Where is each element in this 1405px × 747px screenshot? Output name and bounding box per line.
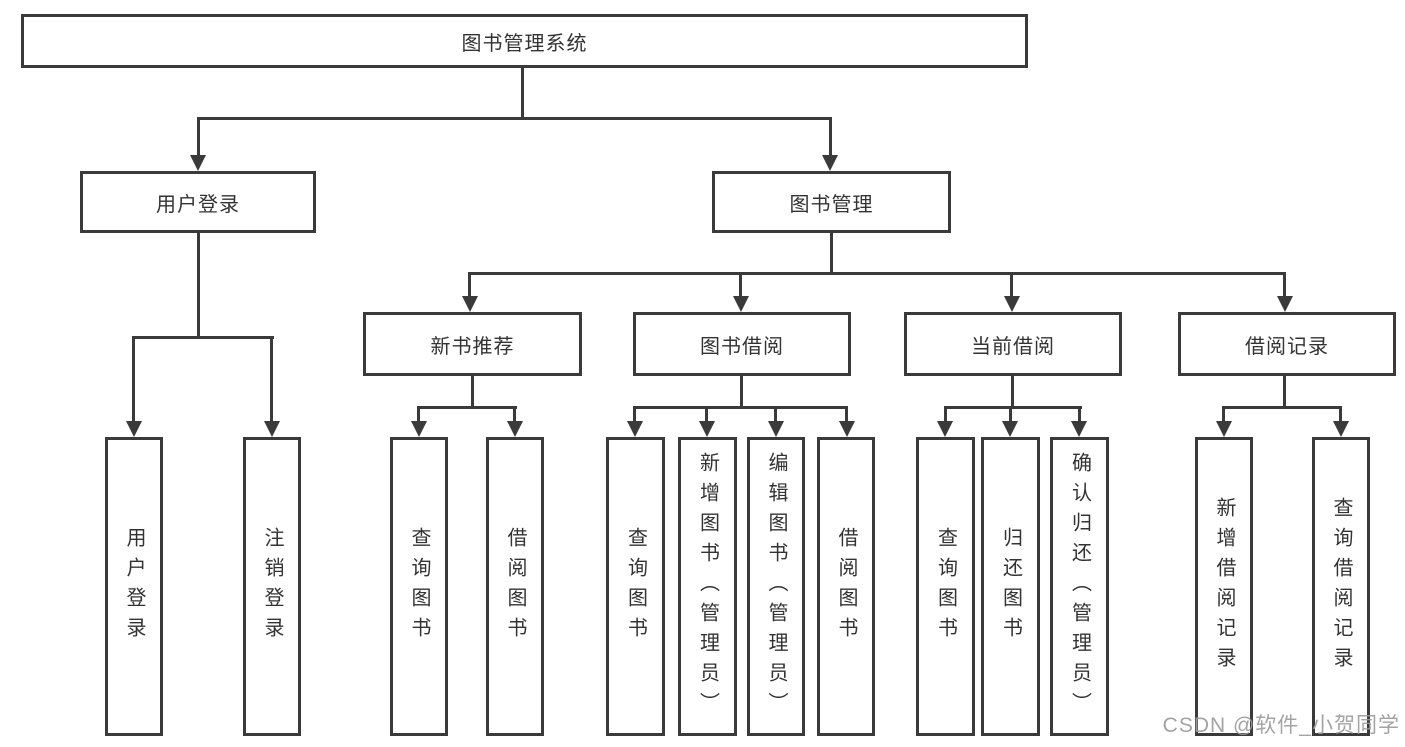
connector-line [197,117,200,157]
leaf-return-books: 归还图书 [981,437,1040,736]
node-new-book-recommendation: 新书推荐 [363,312,582,376]
leaf-borrow-books: 借阅图书 [486,437,544,736]
arrow-down-icon [839,421,855,437]
arrow-down-icon [264,421,280,437]
connector-line [633,406,848,409]
connector-line [1011,376,1014,406]
leaf-query-borrow-record: 查询借阅记录 [1312,437,1370,736]
watermark: CSDN @软件_小贺同学 [1162,714,1400,737]
connector-line [845,406,848,423]
connector-line [270,336,273,423]
arrow-down-icon [699,421,715,437]
connector-line [1283,376,1286,406]
arrow-down-icon [1333,421,1349,437]
connector-line [1222,406,1225,423]
connector-line [944,406,947,423]
connector-line [1283,272,1286,298]
arrow-down-icon [507,421,523,437]
node-user-login: 用户登录 [80,171,316,233]
node-book-management: 图书管理 [712,171,951,233]
leaf-add-borrow-record: 新增借阅记录 [1195,437,1253,736]
connector-line [471,376,474,406]
connector-line [1010,272,1013,298]
connector-line [1078,406,1081,423]
node-borrowing-records: 借阅记录 [1178,312,1396,376]
connector-line [468,272,471,298]
connector-line [1009,406,1012,423]
connector-line [944,406,1082,409]
connector-line [740,376,743,406]
arrow-down-icon [462,296,478,312]
leaf-query-books: 查询图书 [606,437,665,736]
connector-line [705,406,708,423]
leaf-query-books: 查询图书 [390,437,448,736]
connector-line [417,406,420,423]
arrow-down-icon [1002,421,1018,437]
arrow-down-icon [627,421,643,437]
arrow-down-icon [1004,296,1020,312]
arrow-down-icon [768,421,784,437]
leaf-edit-books-admin: 编辑图书（管理员） [747,437,805,736]
arrow-down-icon [1216,421,1232,437]
connector-line [829,117,832,157]
connector-line [197,233,200,336]
leaf-logout: 注销登录 [243,437,301,736]
node-root: 图书管理系统 [21,14,1028,68]
arrow-down-icon [126,421,142,437]
connector-line [830,233,833,272]
leaf-user-login: 用户登录 [105,437,163,736]
connector-line [774,406,777,423]
arrow-down-icon [822,155,838,171]
leaf-add-books-admin: 新增图书（管理员） [678,437,737,736]
leaf-query-books: 查询图书 [916,437,975,736]
node-book-borrowing: 图书借阅 [633,312,851,376]
connector-line [197,117,831,120]
connector-line [132,336,274,339]
arrow-down-icon [733,296,749,312]
leaf-confirm-return-admin: 确认归还（管理员） [1050,437,1109,736]
connector-line [417,406,517,409]
connector-line [1222,406,1342,409]
connector-line [468,272,1286,275]
node-current-borrowing: 当前借阅 [904,312,1122,376]
connector-line [633,406,636,423]
connector-line [521,68,524,117]
connector-line [132,336,135,423]
arrow-down-icon [1277,296,1293,312]
arrow-down-icon [937,421,953,437]
connector-line [513,406,516,423]
connector-line [739,272,742,298]
connector-line [1339,406,1342,423]
arrow-down-icon [411,421,427,437]
leaf-borrow-books: 借阅图书 [817,437,875,736]
arrow-down-icon [190,155,206,171]
arrow-down-icon [1071,421,1087,437]
